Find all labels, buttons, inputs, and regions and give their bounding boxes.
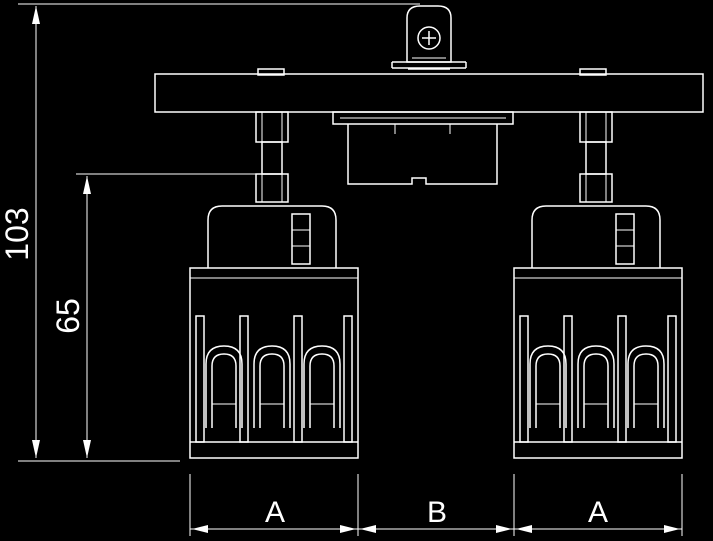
dimension-65: 65: [50, 173, 262, 458]
dimension-103: 103: [0, 3, 420, 462]
dimension-b-label: B: [427, 496, 447, 529]
dimension-103-label: 103: [0, 207, 35, 260]
mounting-bracket: [391, 5, 467, 69]
bottom-dimensions: A B A: [189, 474, 683, 536]
dimension-a-right-label: A: [588, 496, 608, 529]
center-block: [332, 111, 514, 185]
right-shaft: [579, 111, 613, 203]
dimension-a-left-label: A: [265, 496, 285, 529]
screw-icon: [417, 26, 441, 50]
right-switch-module: [513, 205, 683, 459]
left-switch-module: [189, 205, 359, 459]
left-shaft: [255, 111, 289, 203]
dimension-65-label: 65: [50, 298, 86, 334]
